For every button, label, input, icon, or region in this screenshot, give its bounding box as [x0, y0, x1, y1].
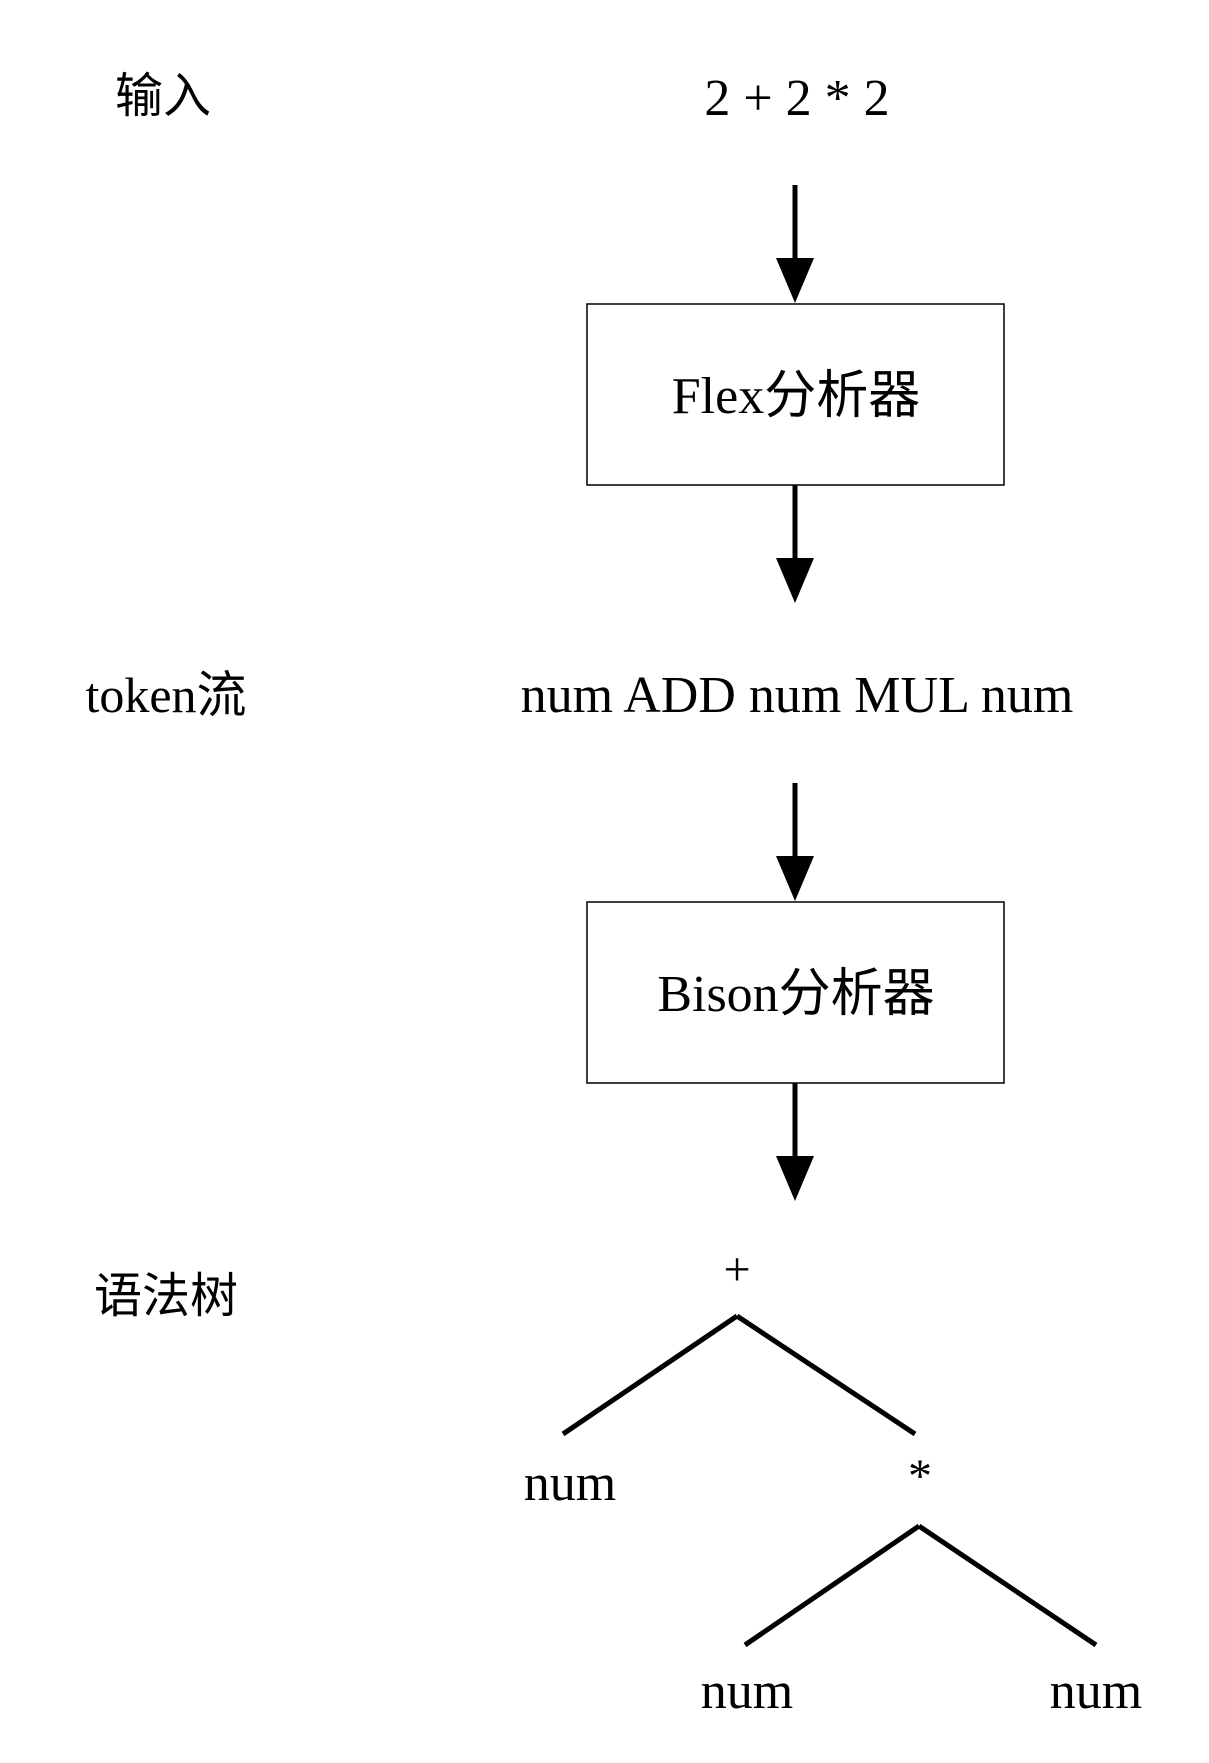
tree-edge-root-left	[561, 1313, 739, 1437]
arrow-tokens-to-bison	[776, 783, 814, 901]
label-syntax-tree: 语法树	[94, 1268, 238, 1324]
token-sequence: num ADD num MUL num	[521, 667, 1074, 724]
arrow-input-to-flex	[776, 185, 814, 303]
tree-left-leaf-num: num	[524, 1455, 616, 1512]
arrow-flex-to-tokens	[776, 485, 814, 603]
syntax-tree: + num * num num	[524, 1243, 1142, 1720]
input-expression: 2 + 2 * 2	[704, 70, 889, 127]
tree-right-left-leaf-num: num	[701, 1663, 793, 1720]
flex-analyzer-box: Flex分析器	[586, 303, 1005, 486]
label-input: 输入	[115, 68, 211, 124]
flex-analyzer-label: Flex分析器	[672, 368, 920, 425]
bison-analyzer-box: Bison分析器	[586, 901, 1005, 1084]
tree-edge-star-right	[917, 1523, 1098, 1648]
arrow-bison-to-tree	[776, 1083, 814, 1201]
tree-edge-star-left	[743, 1523, 921, 1648]
bison-analyzer-label: Bison分析器	[657, 966, 934, 1023]
tree-root-plus: +	[723, 1243, 750, 1296]
tree-edge-root-right	[735, 1313, 917, 1437]
tree-right-op-star: *	[908, 1450, 932, 1503]
label-token-stream: token流	[85, 667, 246, 723]
tree-right-right-leaf-num: num	[1050, 1663, 1142, 1720]
